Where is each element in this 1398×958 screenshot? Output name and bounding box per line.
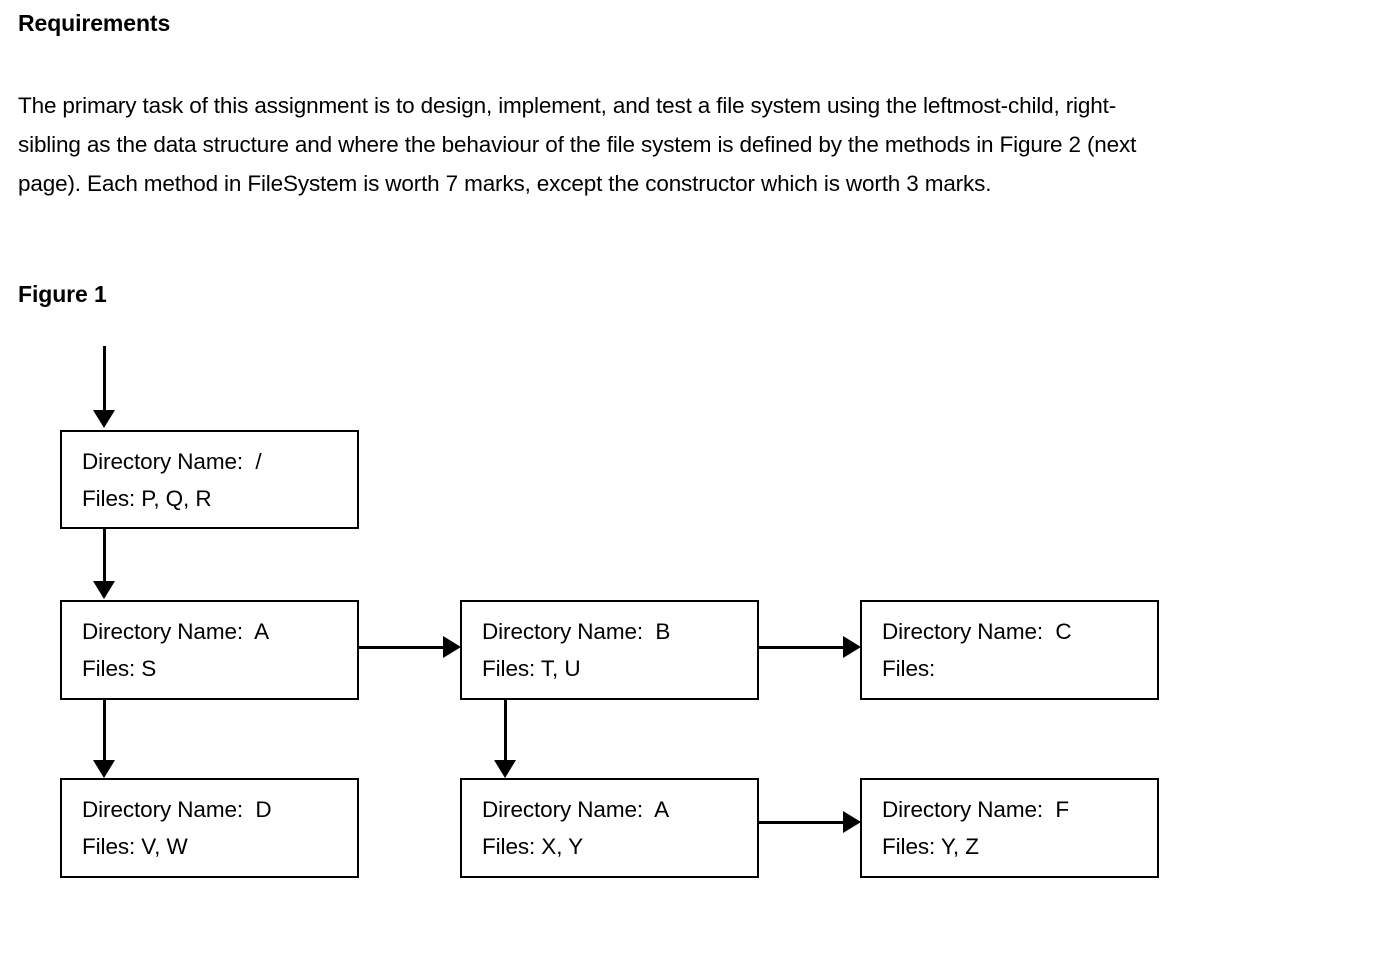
node-b-mid-files: Files: T, U <box>482 656 581 681</box>
node-root-name: Directory Name: / <box>82 448 262 474</box>
edge-a-to-d-line <box>103 700 106 762</box>
node-f-bot-name: Directory Name: F <box>882 797 1069 822</box>
node-a-bot-name: Directory Name: A <box>482 797 670 822</box>
edge-entry-to-root-arrowhead-icon <box>93 410 115 428</box>
node-c-mid-files: Files: <box>882 656 936 681</box>
node-directory-d-bottom: Directory Name: D Files: V, W <box>60 778 359 878</box>
node-directory-a-mid: Directory Name: A Files: S <box>60 600 359 700</box>
node-directory-a-bottom: Directory Name: A Files: X, Y <box>460 778 759 878</box>
paragraph-line-2: sibling as the data structure and where … <box>18 132 1137 157</box>
edge-a-to-b-line <box>359 646 446 649</box>
edge-root-to-a-arrowhead-icon <box>93 581 115 599</box>
paragraph-line-1: The primary task of this assignment is t… <box>18 93 1117 118</box>
edge-abottom-to-f-arrowhead-icon <box>843 811 861 833</box>
node-b-mid-name: Directory Name: B <box>482 619 671 644</box>
node-root-files: Files: P, Q, R <box>82 485 212 511</box>
node-directory-f-bottom: Directory Name: F Files: Y, Z <box>860 778 1159 878</box>
node-d-bot-name: Directory Name: D <box>82 797 272 822</box>
edge-b-to-abottom-arrowhead-icon <box>494 760 516 778</box>
node-c-mid-name: Directory Name: C <box>882 619 1072 644</box>
page-heading-requirements: Requirements <box>18 10 171 36</box>
node-a-mid-name: Directory Name: A <box>82 619 270 644</box>
intro-paragraph: The primary task of this assignment is t… <box>18 86 1386 203</box>
edge-a-to-b-arrowhead-icon <box>443 636 461 658</box>
node-a-mid-files: Files: S <box>82 656 157 681</box>
node-directory-b-mid: Directory Name: B Files: T, U <box>460 600 759 700</box>
paragraph-line-3: page). Each method in FileSystem is wort… <box>18 171 992 196</box>
edge-abottom-to-f-line <box>759 821 846 824</box>
edge-a-to-d-arrowhead-icon <box>93 760 115 778</box>
node-root-directory: Directory Name: / Files: P, Q, R <box>60 430 359 529</box>
figure-1-label: Figure 1 <box>18 281 107 307</box>
node-directory-c-mid: Directory Name: C Files: <box>860 600 1159 700</box>
edge-b-to-c-arrowhead-icon <box>843 636 861 658</box>
edge-entry-to-root-line <box>103 346 106 414</box>
node-f-bot-files: Files: Y, Z <box>882 834 979 859</box>
edge-b-to-abottom-line <box>504 700 507 762</box>
node-a-bot-files: Files: X, Y <box>482 834 584 859</box>
node-d-bot-files: Files: V, W <box>82 834 188 859</box>
edge-b-to-c-line <box>759 646 846 649</box>
edge-root-to-a-line <box>103 529 106 583</box>
